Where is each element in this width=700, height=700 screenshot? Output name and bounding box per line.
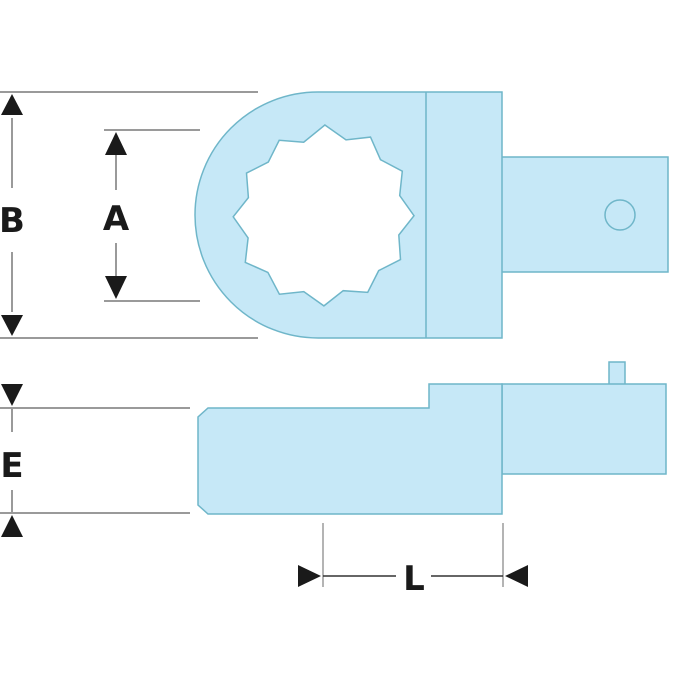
pin-hole [604,199,636,231]
label-l: L [403,559,425,599]
arrow-left-icon [505,565,528,587]
pin-side [608,361,626,386]
tang-side [501,383,667,475]
side-view [197,361,667,515]
label-a: A [103,199,130,239]
label-b: B [0,201,25,241]
arrow-right-icon [298,565,321,587]
dimension-b: B [0,94,25,336]
label-e: E [0,446,23,486]
arrow-down-icon [1,384,23,406]
body-side [197,383,503,515]
arrow-up-icon [1,515,23,537]
twelve-point-ring-opening [232,124,415,307]
extension-lines-top [0,91,258,339]
dimension-l: L [298,523,528,599]
arrow-up-icon [105,132,127,155]
dimension-e: E [0,384,190,537]
arrow-down-icon [105,276,127,299]
tang-top [499,156,669,273]
arrow-up-icon [1,94,23,115]
top-view [194,91,669,339]
arrow-down-icon [1,315,23,336]
dimension-a: A [103,132,130,299]
